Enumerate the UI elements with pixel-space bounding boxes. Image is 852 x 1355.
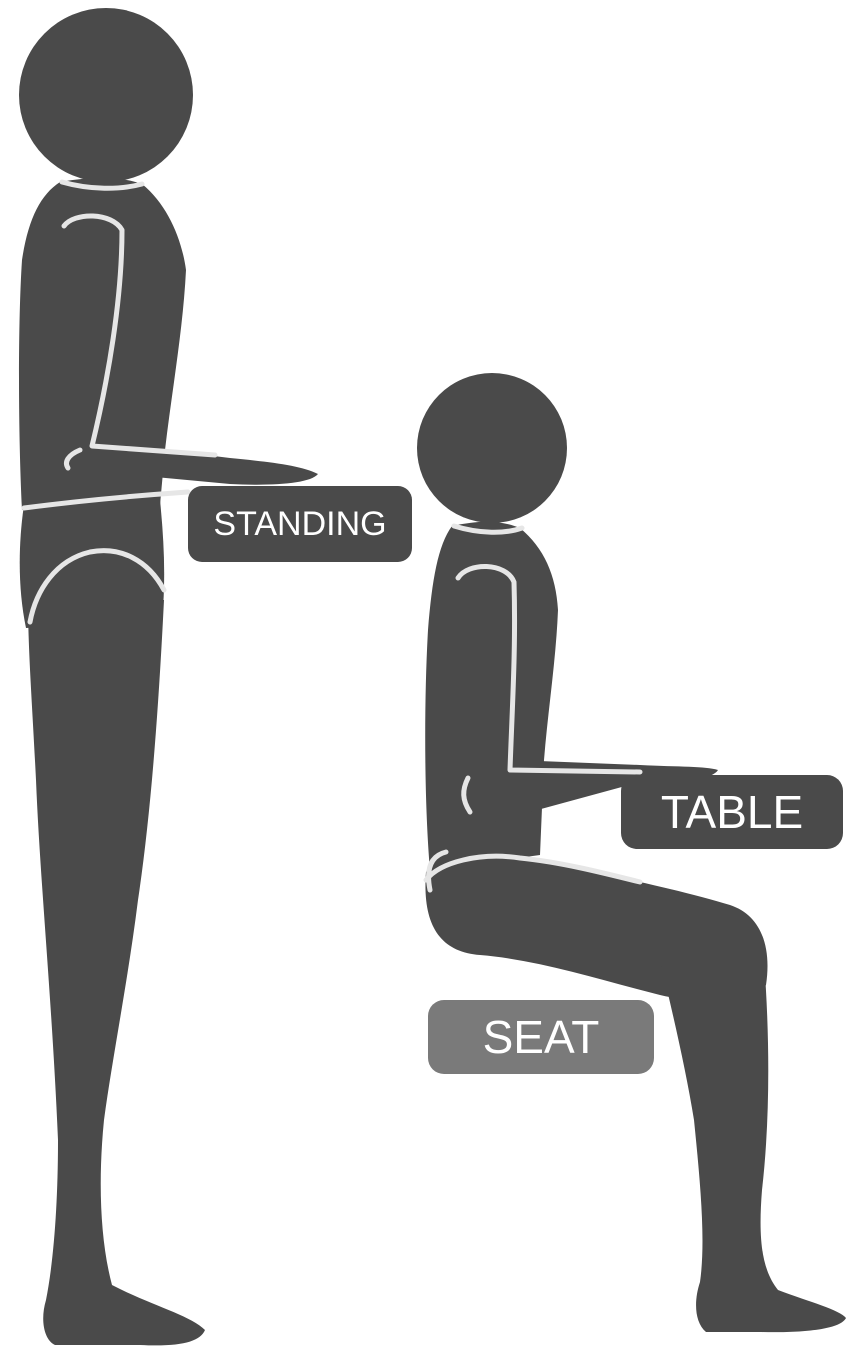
standing-legs bbox=[28, 600, 205, 1345]
seat-height-label: SEAT bbox=[428, 1000, 654, 1074]
standing-arm bbox=[58, 212, 318, 485]
standing-head bbox=[19, 8, 193, 182]
standing-figure bbox=[19, 8, 318, 1345]
seated-head bbox=[417, 373, 567, 523]
standing-height-label: STANDING bbox=[188, 486, 412, 562]
seated-shin bbox=[660, 960, 846, 1332]
table-height-label: TABLE bbox=[621, 775, 843, 849]
seated-figure bbox=[417, 373, 846, 1332]
